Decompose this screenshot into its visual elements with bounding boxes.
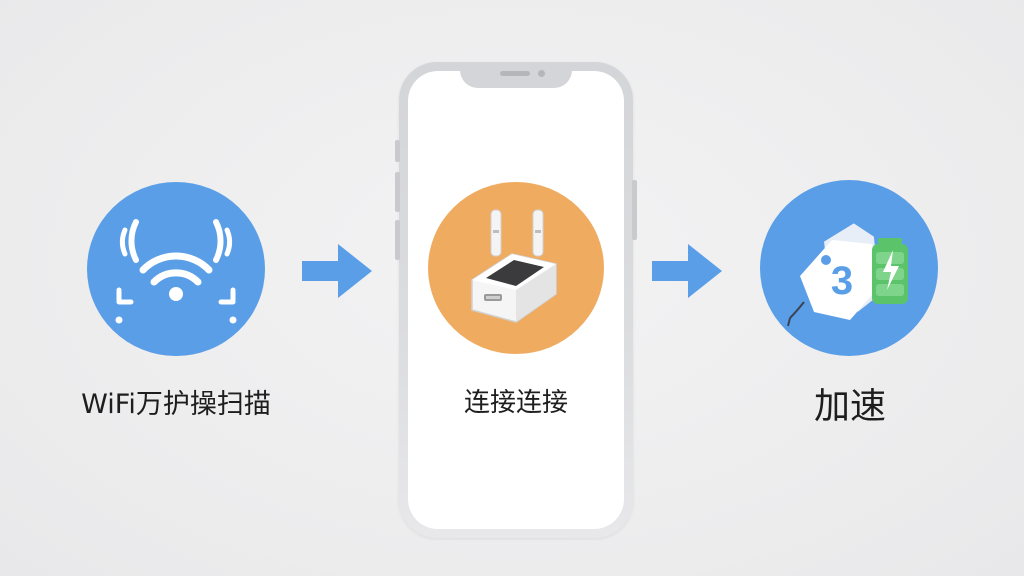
router-icon [471,209,557,323]
step-circle-speed: 3 [760,180,938,356]
wifi-scan-icon [115,219,237,324]
step-circle-router [428,182,604,354]
camera-icon [538,70,545,77]
arrow-right-icon [302,244,372,298]
speaker-icon [500,71,530,76]
phone-volume-down-button [395,172,400,212]
step-label-connect: 连接连接 [463,388,568,418]
speed-badge-number: 3 [831,259,853,303]
step-label-wifi-scan: WiFi万护操扫描 [81,389,271,420]
step-circle-wifi-scan [87,182,265,356]
step-label-speed: 加速 [813,386,886,427]
arrow-right-icon [652,244,722,298]
phone-volume-button-2 [395,220,400,260]
phone-volume-up-button [395,140,400,162]
phone-power-button [632,180,637,240]
speed-tag-battery-icon: 3 [787,223,908,327]
phone-notch [460,62,572,88]
